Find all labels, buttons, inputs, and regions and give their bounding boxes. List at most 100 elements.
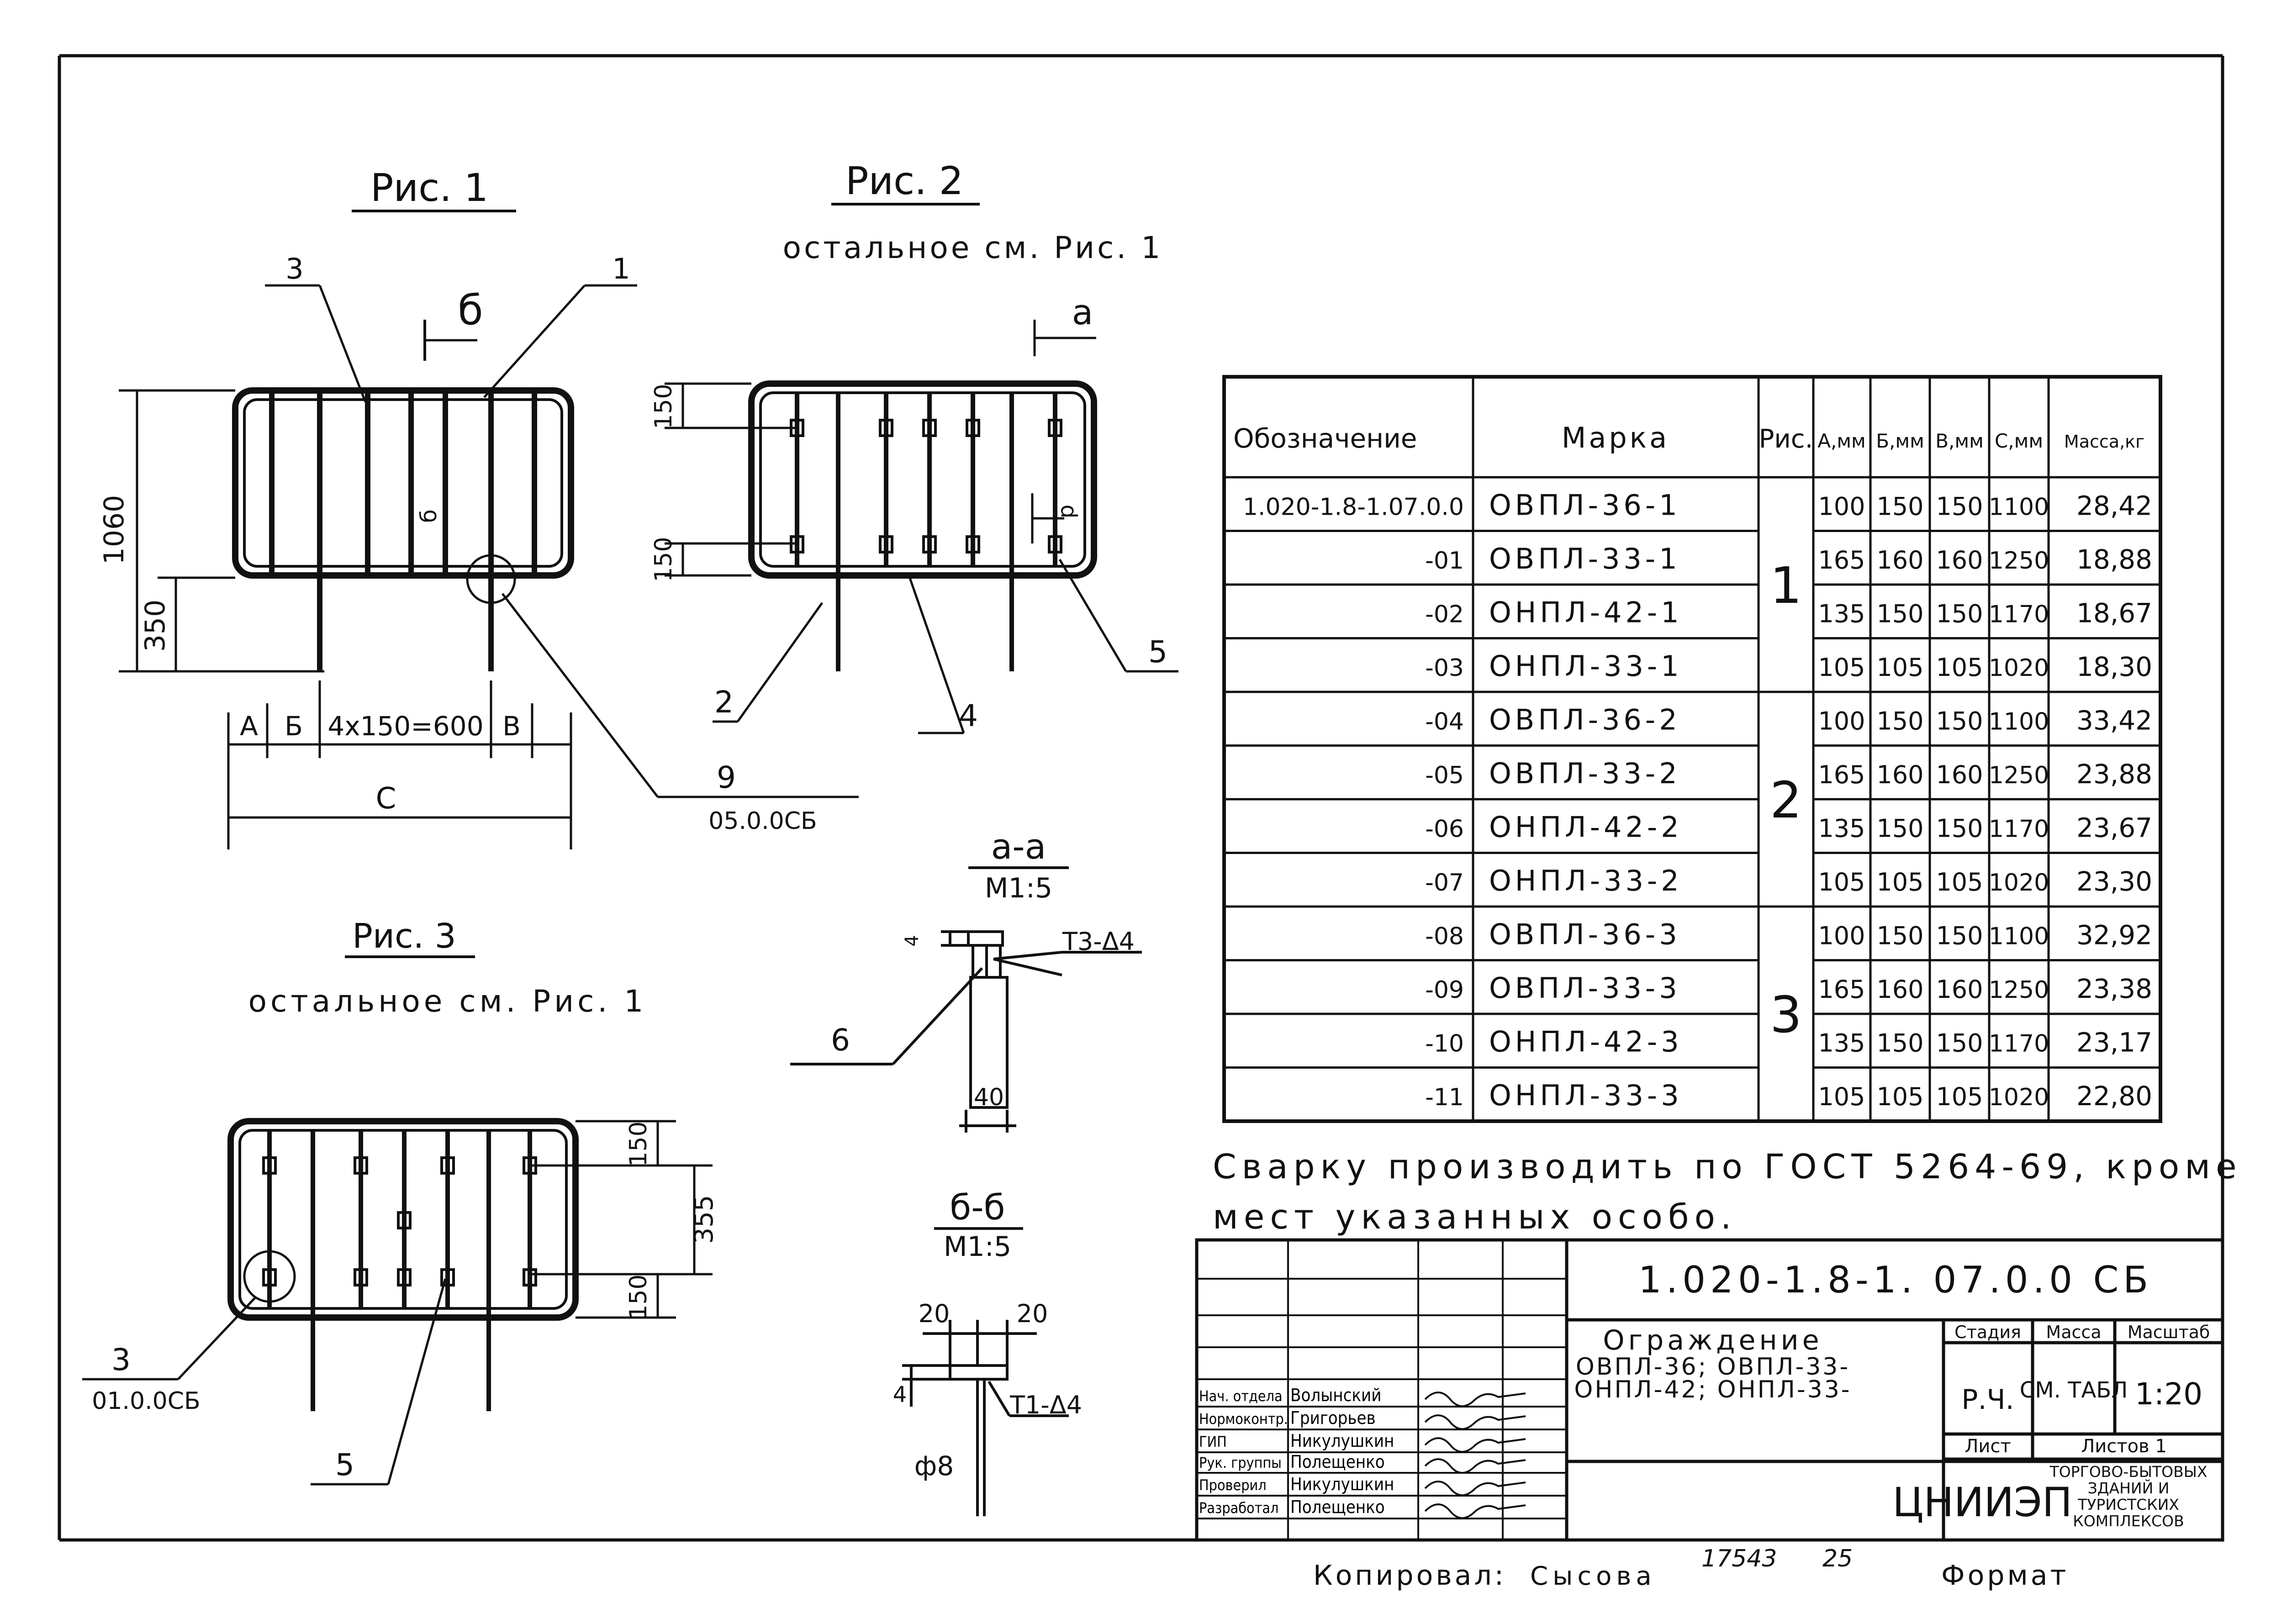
cell-b: 160: [1876, 546, 1923, 575]
fig1-callout-3: 3: [285, 252, 303, 285]
cell-mass: 22,80: [2076, 1081, 2152, 1112]
fig3-dim-top: 150: [625, 1121, 652, 1166]
note-line-2: мест указанных особо.: [1213, 1197, 1737, 1237]
cell-c: 1250: [1989, 762, 2049, 789]
cell-c: 1100: [1989, 708, 2049, 736]
section-aa-callout: 6: [831, 1023, 850, 1058]
general-note: Сварку производить по ГОСТ 5264-69, кром…: [1213, 1147, 2242, 1237]
fig3-callout-5: 5: [335, 1447, 354, 1482]
cell-a: 100: [1818, 922, 1865, 950]
fig1-section-mark: б: [458, 286, 483, 334]
cell-v: 105: [1936, 653, 1983, 682]
signature-role: Проверил: [1199, 1476, 1267, 1494]
section-bb-dim-right: 20: [1017, 1299, 1048, 1328]
cell-mass: 18,30: [2076, 651, 2152, 682]
cell-v: 150: [1936, 922, 1983, 950]
fig2-dim-p: р: [1053, 505, 1079, 518]
cell-mark: ОВПЛ-36-3: [1489, 918, 1681, 951]
cell-code: -10: [1425, 1030, 1464, 1058]
signature-role: Нормоконтр.: [1199, 1410, 1288, 1428]
section-aa-title: а-а: [991, 826, 1046, 867]
cell-mass: 32,92: [2076, 920, 2152, 951]
cell-mark: ОВПЛ-33-3: [1489, 971, 1681, 1005]
cell-code: -04: [1425, 708, 1464, 736]
cell-a: 105: [1818, 1082, 1865, 1111]
fig1-dim-a: А: [240, 711, 258, 742]
note-line-1: Сварку производить по ГОСТ 5264-69, кром…: [1213, 1147, 2242, 1186]
header-mass: Масса,кг: [2064, 432, 2144, 452]
cell-mark: ОНПЛ-33-2: [1489, 864, 1683, 897]
fig-group-number: 2: [1770, 771, 1802, 829]
cell-v: 150: [1936, 492, 1983, 521]
cell-code: -08: [1425, 923, 1464, 950]
signature-role: Рук. группы: [1199, 1454, 1282, 1471]
fig1-dim-c: С: [376, 782, 396, 816]
cell-c: 1170: [1989, 1030, 2049, 1058]
cell-mark: ОВПЛ-36-2: [1489, 703, 1681, 737]
fig1-dim-leg: 350: [139, 600, 171, 652]
figure-1: Рис. 1: [98, 165, 859, 849]
cell-code: -02: [1425, 601, 1464, 628]
signature-role: Разработал: [1199, 1499, 1278, 1517]
fig2-callout-4: 4: [959, 698, 978, 733]
fig3-dim-bottom: 150: [625, 1274, 652, 1319]
footer-num-2: 25: [1822, 1545, 1853, 1572]
fig1-callout-9: 9: [717, 760, 736, 795]
cell-b: 105: [1876, 653, 1923, 682]
header-c: С,мм: [1995, 430, 2043, 452]
cell-v: 160: [1936, 546, 1983, 575]
org-name: ЦНИИЭП: [1892, 1479, 2072, 1526]
cell-a: 100: [1818, 492, 1865, 521]
cell-c: 1020: [1989, 869, 2049, 896]
fig2-callout-5: 5: [1148, 634, 1167, 670]
cell-b: 160: [1876, 760, 1923, 789]
section-b-b: б-б М1:5 20 20 4 Т1-Δ4 ф8: [893, 1187, 1082, 1516]
signature-row: Нач. отдела Волынский: [1199, 1385, 1526, 1407]
fig1-dim-v: В: [502, 711, 521, 742]
cell-c: 1170: [1989, 816, 2049, 843]
signature-role: Нач. отдела: [1199, 1387, 1283, 1405]
header-designation: Обозначение: [1233, 423, 1417, 454]
fig3-title: Рис. 3: [352, 917, 456, 956]
stage-value: Р.Ч.: [1961, 1384, 2014, 1416]
cell-v: 105: [1936, 868, 1983, 896]
section-bb-title: б-б: [950, 1187, 1005, 1228]
figure-3: Рис. 3 остальное см. Рис. 1: [82, 917, 719, 1486]
cell-code: -06: [1425, 816, 1464, 843]
cell-v: 150: [1936, 600, 1983, 628]
section-bb-dia: ф8: [914, 1450, 954, 1482]
section-bb-dim-left: 20: [919, 1299, 950, 1328]
cell-b: 150: [1876, 492, 1923, 521]
header-a: А,мм: [1817, 430, 1865, 452]
signature-name: Григорьев: [1290, 1408, 1376, 1428]
table-header: Обозначение Марка Рис. А,мм Б,мм В,мм С,…: [1233, 421, 2144, 454]
handwritten-signature: [1424, 1481, 1526, 1496]
sheet-label: Лист: [1965, 1436, 2011, 1457]
cell-b: 150: [1876, 814, 1923, 843]
signature-name: Волынский: [1290, 1385, 1381, 1405]
cell-mass: 23,38: [2076, 973, 2152, 1004]
cell-c: 1250: [1989, 547, 2049, 575]
fig3-callout-3: 3: [111, 1342, 131, 1377]
fig3-subtitle: остальное см. Рис. 1: [248, 984, 647, 1019]
fig2-callout-2: 2: [714, 685, 734, 720]
cell-a: 135: [1818, 814, 1865, 843]
cell-a: 135: [1818, 600, 1865, 628]
fig2-section-mark: а: [1072, 292, 1093, 332]
fig1-dim-b: Б: [285, 711, 303, 742]
mass-value: СМ. ТАБЛ: [2020, 1377, 2128, 1403]
footer-num-1: 17543: [1701, 1545, 1777, 1572]
fig1-callout-9-ref: 05.0.0СБ: [708, 807, 817, 835]
cell-c: 1250: [1989, 976, 2049, 1004]
section-aa-weld: Т3-Δ4: [1062, 927, 1135, 956]
copied-label: Копировал:: [1313, 1560, 1506, 1592]
fig1-small-mark: б: [416, 509, 442, 523]
